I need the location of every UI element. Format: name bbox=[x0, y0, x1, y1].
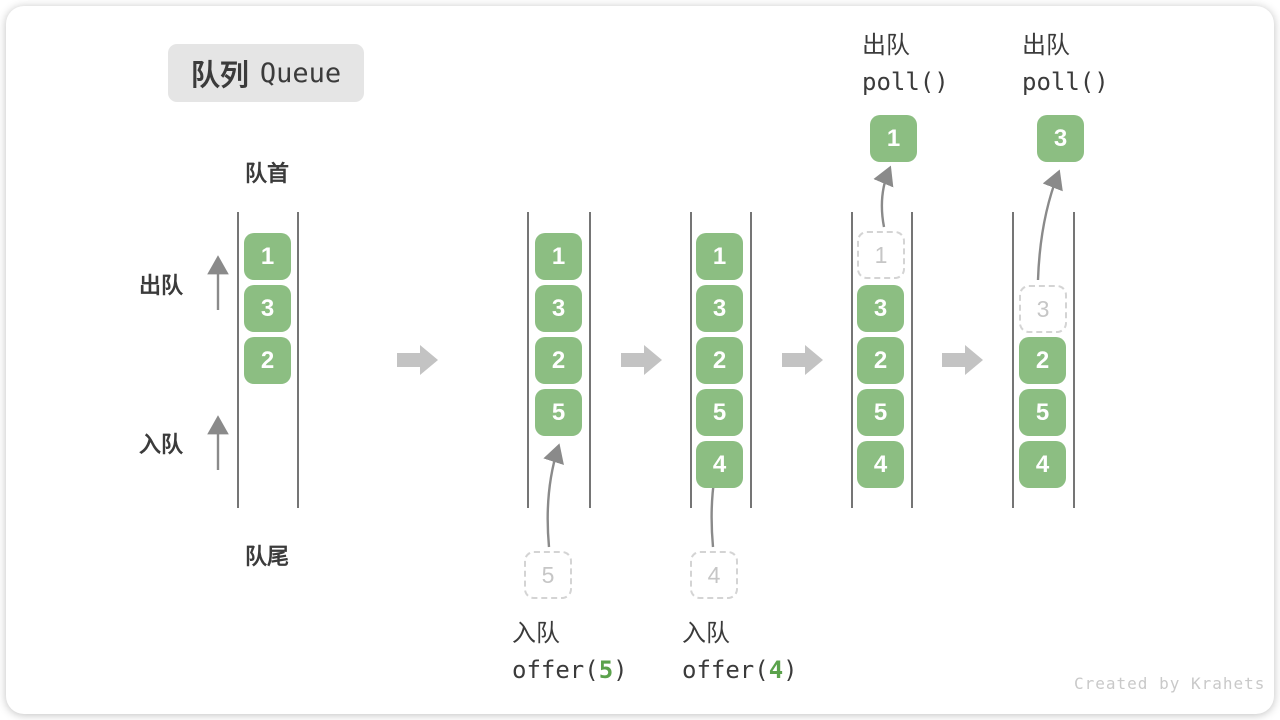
queue-cell: 5 bbox=[1019, 389, 1066, 436]
queue-cell: 2 bbox=[1019, 337, 1066, 384]
code-arg: 5 bbox=[598, 656, 614, 684]
title-en: Queue bbox=[259, 57, 342, 89]
removed-slot: 3 bbox=[1019, 285, 1067, 333]
pending-element: 4 bbox=[690, 551, 738, 599]
queue-wall bbox=[237, 212, 239, 508]
removed-slot: 1 bbox=[857, 231, 905, 279]
queue-cell: 4 bbox=[1019, 441, 1066, 488]
queue-cell: 4 bbox=[857, 441, 904, 488]
queue-wall bbox=[690, 212, 692, 508]
queue-cell: 2 bbox=[857, 337, 904, 384]
queue-cell: 4 bbox=[696, 441, 743, 488]
queue-cell: 1 bbox=[244, 233, 291, 280]
poll-caption: 出队 poll() bbox=[862, 28, 949, 100]
queue-cell: 2 bbox=[535, 337, 582, 384]
code-close: ) bbox=[783, 656, 798, 684]
queue-wall bbox=[750, 212, 752, 508]
caption-zh: 入队 bbox=[512, 620, 560, 647]
queue-cell: 5 bbox=[535, 389, 582, 436]
code-fn: offer( bbox=[682, 656, 769, 684]
popped-element: 1 bbox=[870, 115, 917, 162]
rear-label: 队尾 bbox=[244, 544, 289, 569]
title-box: 队列 Queue bbox=[168, 44, 364, 102]
dequeue-label: 出队 bbox=[139, 273, 184, 298]
queue-cell: 3 bbox=[244, 285, 291, 332]
queue-wall bbox=[911, 212, 913, 508]
watermark: Created by Krahets bbox=[1074, 674, 1266, 693]
queue-cell: 1 bbox=[535, 233, 582, 280]
queue-cell: 3 bbox=[535, 285, 582, 332]
front-label: 队首 bbox=[244, 161, 289, 186]
queue-cell: 3 bbox=[857, 285, 904, 332]
queue-cell: 2 bbox=[244, 337, 291, 384]
caption-code: offer(5) bbox=[512, 652, 628, 689]
queue-cell: 3 bbox=[696, 285, 743, 332]
queue-wall bbox=[1073, 212, 1075, 508]
queue-cell: 5 bbox=[857, 389, 904, 436]
queue-wall bbox=[527, 212, 529, 508]
operation-caption: 入队 offer(5) bbox=[512, 615, 628, 689]
code-fn: offer( bbox=[512, 656, 599, 684]
poll-caption: 出队 poll() bbox=[1022, 28, 1109, 100]
queue-cell: 2 bbox=[696, 337, 743, 384]
caption-zh: 出队 bbox=[1022, 32, 1070, 59]
operation-caption: 入队 offer(4) bbox=[682, 615, 798, 689]
caption-code: offer(4) bbox=[682, 652, 798, 689]
caption-code: poll() bbox=[862, 68, 949, 96]
caption-zh: 入队 bbox=[682, 620, 730, 647]
pending-element: 5 bbox=[524, 551, 572, 599]
popped-element: 3 bbox=[1037, 115, 1084, 162]
code-close: ) bbox=[613, 656, 628, 684]
queue-wall bbox=[589, 212, 591, 508]
queue-wall bbox=[1012, 212, 1014, 508]
enqueue-label: 入队 bbox=[139, 432, 184, 457]
diagram-card bbox=[6, 6, 1274, 714]
caption-code: poll() bbox=[1022, 68, 1109, 96]
queue-wall bbox=[297, 212, 299, 508]
caption-zh: 出队 bbox=[862, 32, 910, 59]
queue-wall bbox=[851, 212, 853, 508]
title-zh: 队列 bbox=[190, 60, 249, 92]
code-arg: 4 bbox=[768, 656, 784, 684]
queue-cell: 1 bbox=[696, 233, 743, 280]
queue-cell: 5 bbox=[696, 389, 743, 436]
